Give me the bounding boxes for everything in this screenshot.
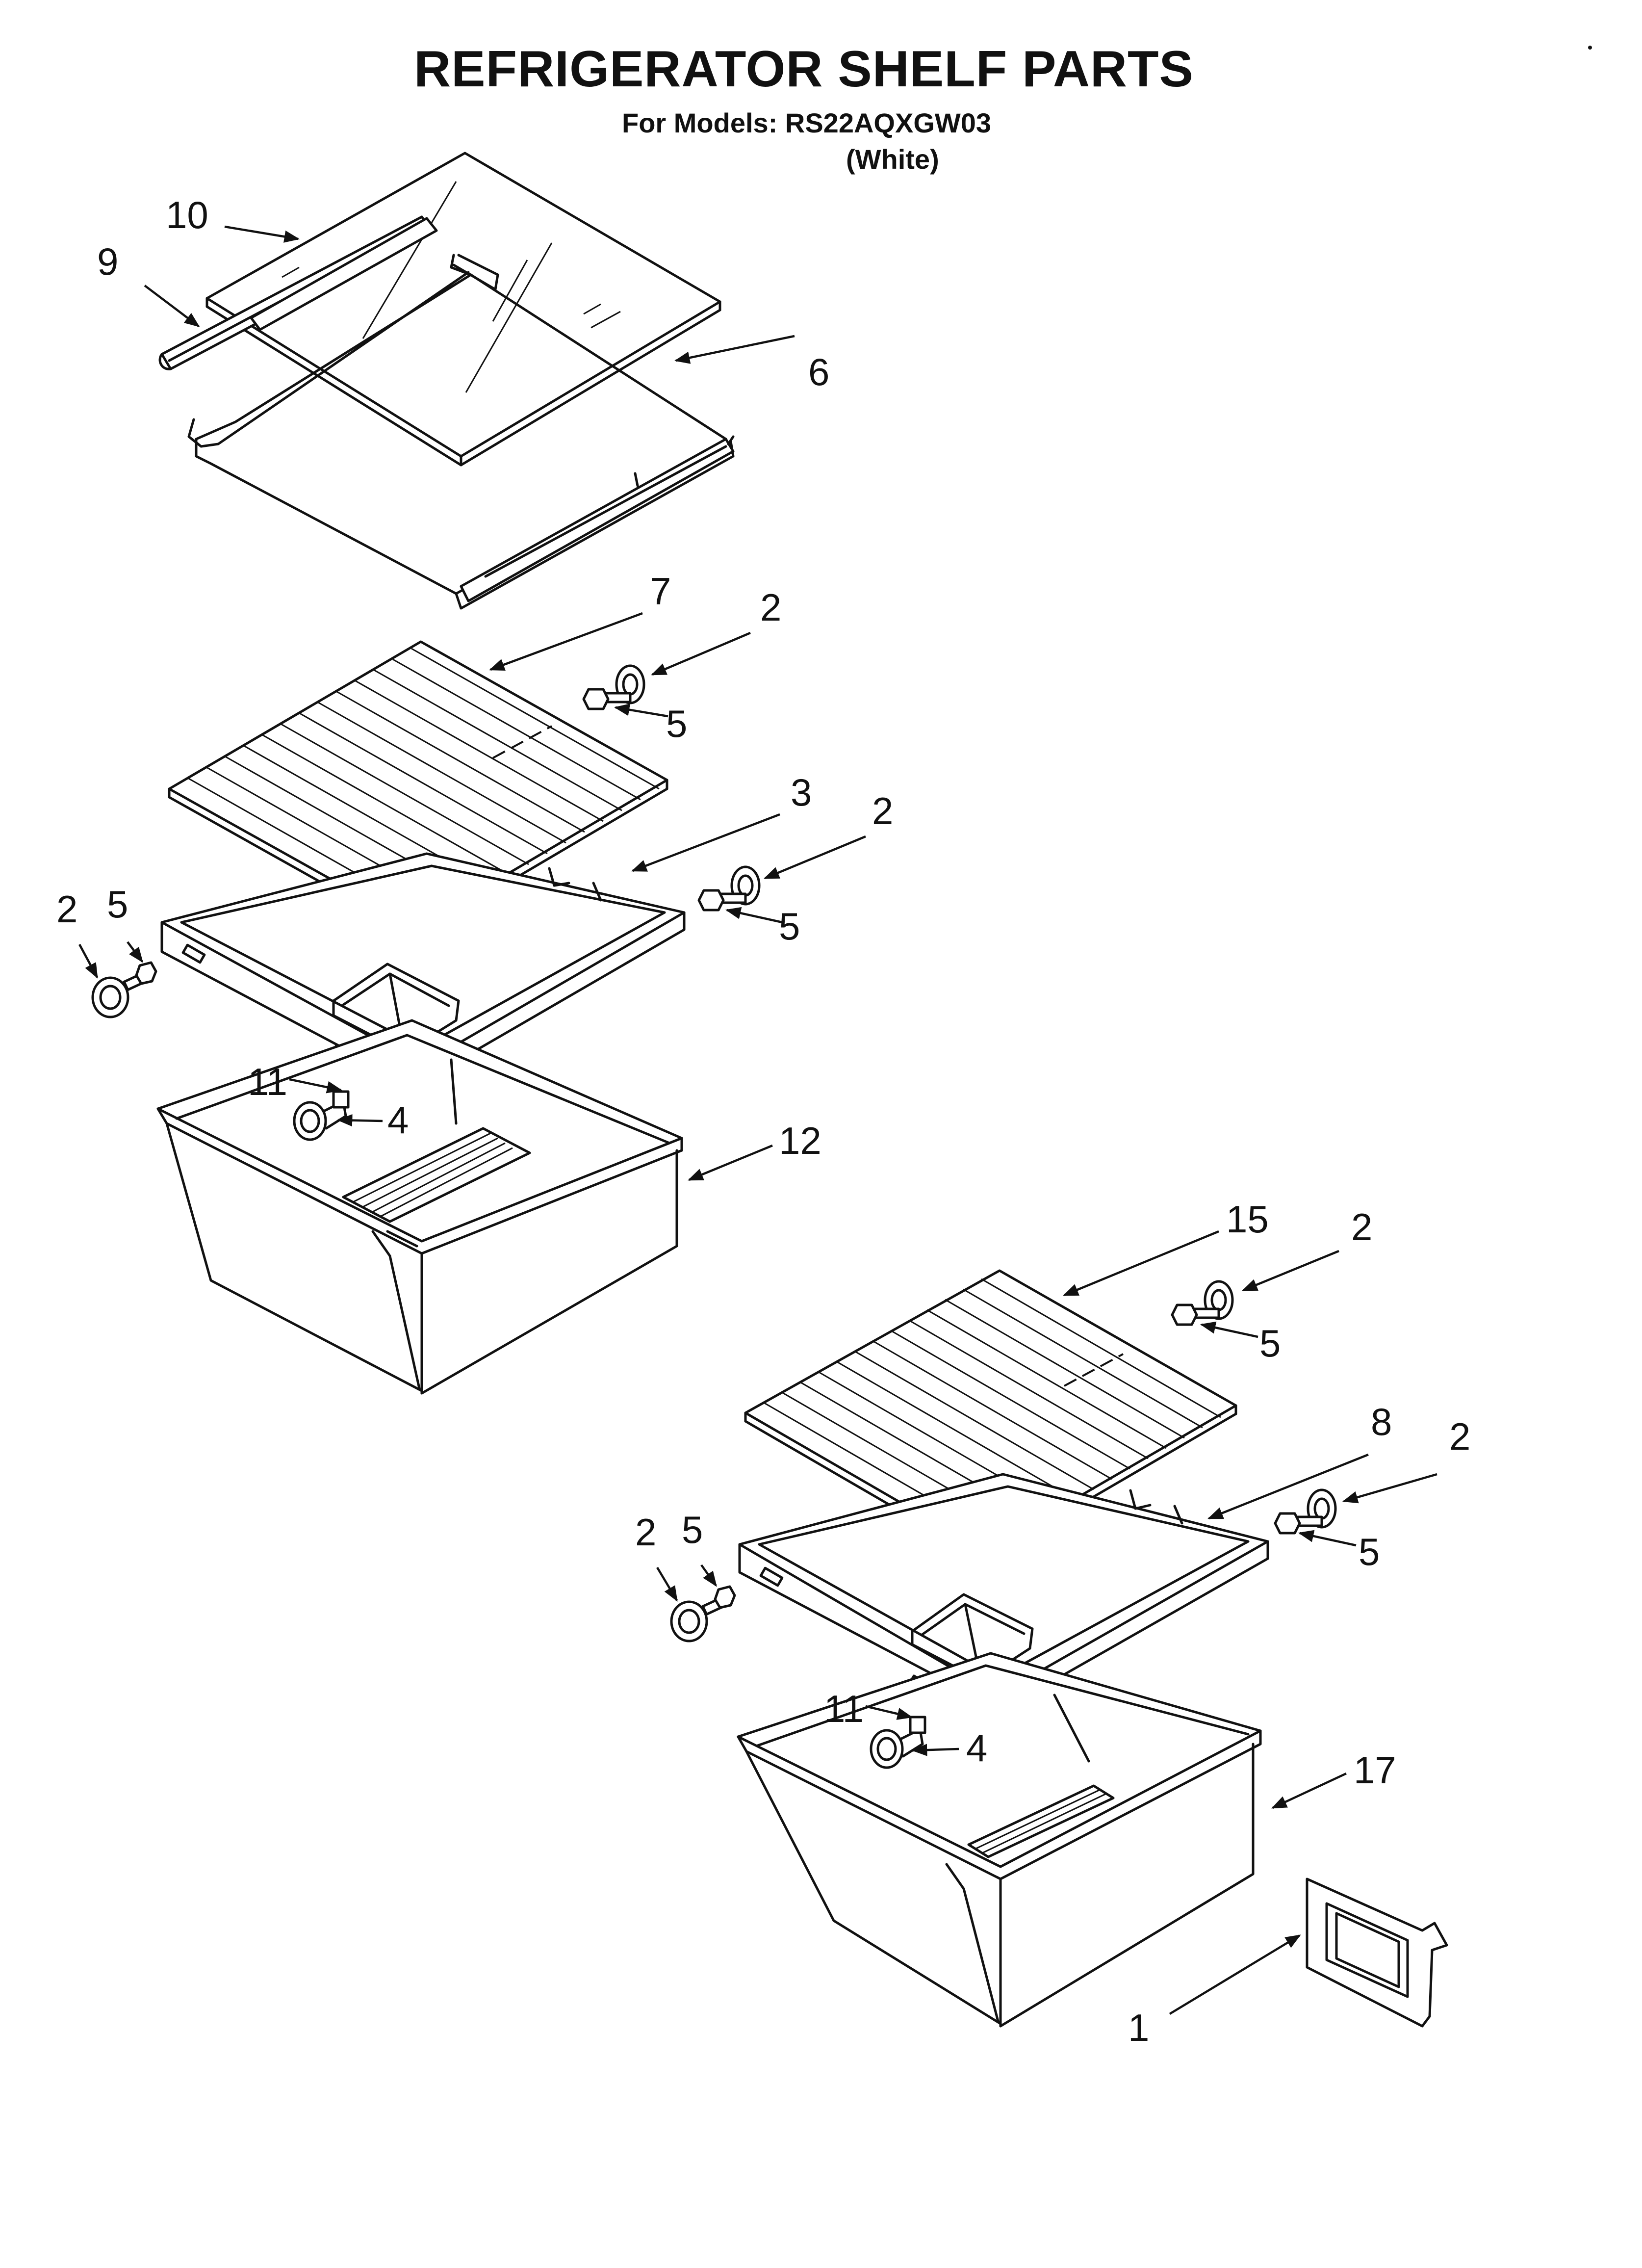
upper-screw-part-11 [332, 1090, 350, 1109]
callout-5-upper-right-1: 5 [666, 702, 687, 745]
upper-roller-right-2 [697, 865, 761, 912]
stray-dot [1588, 46, 1592, 50]
upper-roller-left [91, 961, 157, 1018]
color-note: (White) [846, 144, 939, 175]
pan-grille [342, 1127, 531, 1223]
front-glass-trim [250, 217, 438, 331]
label-holder-part-1 [1306, 1877, 1448, 2028]
callout-2-lower-right-1: 2 [1351, 1205, 1372, 1249]
lower-pan-grille [967, 1784, 1115, 1858]
upper-stop-part-4 [293, 1101, 327, 1141]
callout-5-upper-left: 5 [107, 883, 128, 926]
lower-stop-part-4 [870, 1729, 904, 1769]
callout-15: 15 [1226, 1198, 1269, 1241]
glass-shelf-assembly [158, 152, 735, 610]
callout-3: 3 [791, 771, 812, 814]
callout-11-upper: 11 [248, 1060, 287, 1103]
lower-roller-right-1 [1171, 1280, 1234, 1326]
callout-12: 12 [779, 1119, 821, 1162]
callout-9: 9 [97, 240, 118, 283]
callout-2-upper-right-1: 2 [760, 586, 781, 629]
callout-17: 17 [1354, 1748, 1396, 1792]
upper-crisper-assembly [156, 640, 686, 1395]
callout-7: 7 [650, 570, 671, 613]
callout-2-lower-right-2: 2 [1449, 1415, 1470, 1458]
callout-4-lower: 4 [966, 1726, 987, 1770]
lower-crisper-pan [737, 1652, 1262, 1868]
callout-8: 8 [1371, 1400, 1392, 1443]
models-line: For Models: RS22AQXGW03 [622, 107, 992, 138]
callout-5-lower-left: 5 [682, 1508, 703, 1551]
callout-labels: 10 9 6 7 2 5 3 2 5 2 5 11 4 12 15 2 5 8 … [56, 193, 1470, 2049]
callout-5-upper-right-2: 5 [779, 905, 800, 948]
callout-6: 6 [808, 350, 829, 393]
callout-4-upper: 4 [387, 1098, 409, 1142]
lower-crisper-assembly [737, 1269, 1269, 2028]
lower-roller-right-2 [1274, 1488, 1337, 1535]
callout-2-lower-left: 2 [635, 1511, 656, 1554]
callout-5-lower-right-1: 5 [1259, 1322, 1281, 1365]
leader-lines [78, 225, 1437, 2015]
callout-1: 1 [1128, 2006, 1149, 2049]
callout-10: 10 [166, 193, 208, 236]
callout-2-upper-left: 2 [56, 887, 77, 931]
lower-screw-part-11 [909, 1716, 926, 1734]
upper-roller-right-1 [582, 664, 645, 710]
callout-5-lower-right-2: 5 [1359, 1530, 1380, 1573]
diagram-title: REFRIGERATOR SHELF PARTS [414, 41, 1194, 98]
callout-2-upper-right-2: 2 [872, 789, 893, 833]
lower-roller-left [670, 1585, 736, 1642]
callout-11-lower: 11 [824, 1687, 864, 1730]
